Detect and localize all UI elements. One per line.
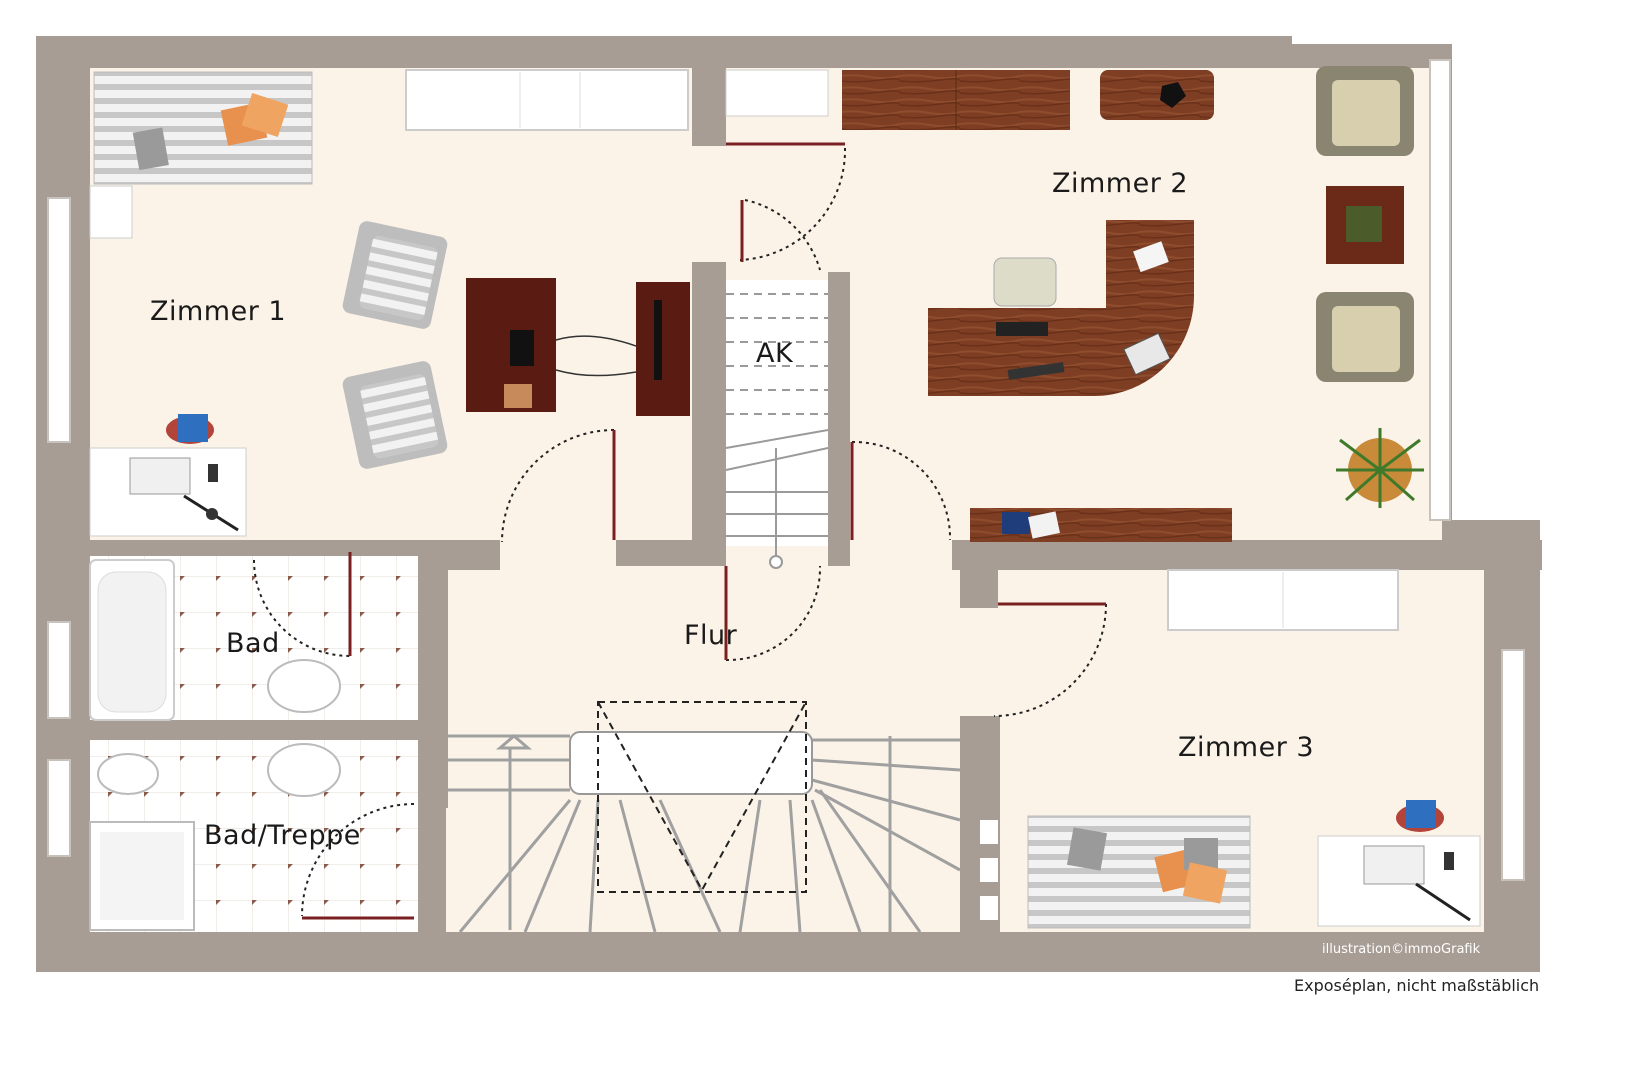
wardrobe-zimmer1 [405, 69, 689, 131]
zimmer3-furniture [980, 569, 1481, 929]
room-label-zimmer3: Zimmer 3 [1178, 732, 1315, 763]
room-label-ak: AK [756, 338, 794, 369]
toilet [97, 753, 159, 795]
ak-stair-hatch [725, 280, 829, 569]
room-label-bad: Bad [226, 628, 280, 659]
main-staircase [448, 734, 961, 933]
cushion [241, 92, 289, 138]
office-chair [993, 257, 1057, 307]
room-label-zimmer1: Zimmer 1 [150, 296, 287, 327]
door-swings [253, 147, 1107, 917]
side-table [1100, 70, 1214, 120]
wardrobe-zimmer2-white [725, 69, 829, 117]
stair-landing [569, 731, 813, 795]
lamp [89, 185, 133, 239]
potted-plant [1336, 428, 1424, 508]
armchair [342, 221, 448, 329]
room-label-bad-treppe: Bad/Treppe [204, 820, 361, 851]
tv-sideboard [636, 282, 690, 416]
zimmer1-furniture [89, 69, 690, 537]
zimmer2-furniture [725, 66, 1424, 542]
credit-band [960, 932, 1540, 972]
bathroom-fixtures [89, 559, 341, 931]
armchair [1316, 292, 1414, 382]
room-label-flur: Flur [684, 620, 738, 651]
washbasin [267, 743, 341, 797]
armchair [342, 361, 448, 469]
pillow [132, 127, 169, 171]
stair-void-outline [597, 701, 807, 893]
door-leaves [302, 142, 1106, 920]
illustration-credit: illustration©immoGrafik [1322, 942, 1481, 957]
shelf-cubes [980, 820, 998, 844]
windows [47, 59, 1525, 881]
armchair [1316, 66, 1414, 156]
room-label-zimmer2: Zimmer 2 [1052, 168, 1189, 199]
washbasin [267, 659, 341, 713]
scale-note: Exposéplan, nicht maßstäblich [1294, 976, 1540, 995]
